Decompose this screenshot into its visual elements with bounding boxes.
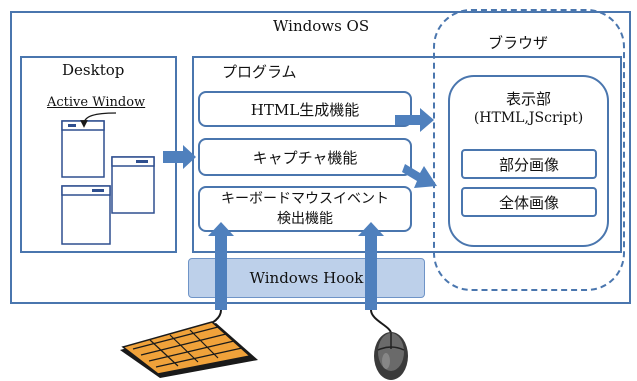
html-generation-label: HTML生成機能: [250, 100, 360, 119]
capture-function: キャプチャ機能: [198, 138, 412, 176]
window-icon: [61, 185, 111, 245]
windows-os-label: Windows OS: [273, 17, 370, 35]
event-detection-label-line1: キーボードマウスイベント: [221, 191, 389, 207]
full-image-label: 全体画像: [498, 193, 559, 212]
event-detection-label-line2: 検出機能: [277, 211, 333, 227]
display-subtitle: (HTML,JScript): [473, 110, 584, 126]
full-image-box: 全体画像: [461, 187, 597, 217]
display-box: [448, 75, 609, 247]
program-title: プログラム: [222, 63, 297, 81]
arrow-htmlgen-to-display: [395, 108, 434, 132]
partial-image-box: 部分画像: [461, 149, 597, 179]
partial-image-label: 部分画像: [498, 155, 559, 174]
arrow-keyboard-to-event: [208, 222, 234, 310]
capture-label: キャプチャ機能: [252, 148, 358, 167]
desktop-title: Desktop: [62, 61, 125, 79]
arrow-mouse-to-event: [358, 222, 384, 310]
browser-label: ブラウザ: [488, 34, 549, 52]
window-icon: [111, 156, 155, 214]
mouse-icon: [374, 332, 408, 380]
windows-hook-label: Windows Hook: [249, 269, 364, 287]
mouse-cable: [370, 309, 392, 334]
windows-os-frame: [10, 11, 631, 304]
active-window-label: Active Window: [47, 95, 146, 110]
html-generation-function: HTML生成機能: [198, 91, 412, 127]
windows-hook-bar: Windows Hook: [188, 258, 425, 298]
event-detection-function: キーボードマウスイベント 検出機能: [198, 186, 412, 232]
keyboard-icon: [120, 321, 258, 378]
arrow-capture-to-display: [402, 164, 437, 188]
active-window-icon: [61, 120, 105, 178]
active-window-pointer: [80, 112, 117, 128]
arrow-desktop-to-capture: [163, 145, 196, 169]
browser-region: [433, 9, 625, 291]
display-title: 表示部: [505, 90, 551, 108]
